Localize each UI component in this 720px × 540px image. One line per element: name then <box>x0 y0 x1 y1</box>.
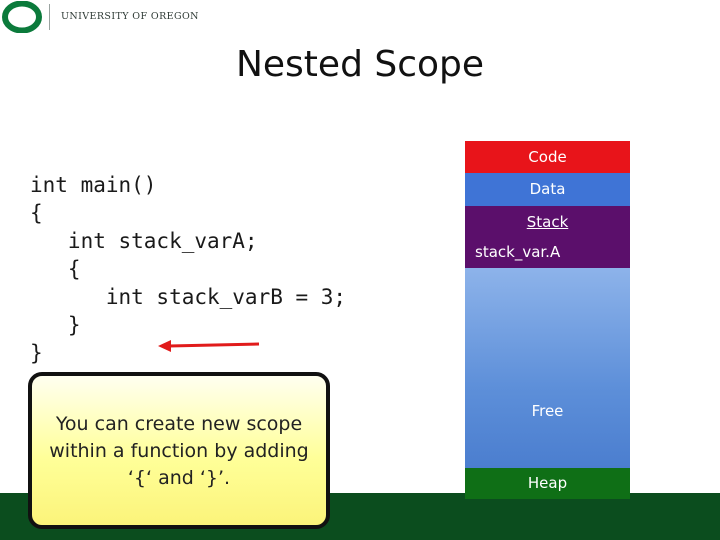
memory-free-segment: Free <box>465 268 630 468</box>
code-line: int stack_varA; <box>30 229 258 253</box>
callout-line: ‘{‘ and ‘}’. <box>127 467 231 489</box>
header-divider <box>49 4 50 30</box>
memory-stack-segment: Stack stack_var.A <box>465 206 630 268</box>
callout-line: within a function by adding <box>49 440 309 462</box>
red-arrow <box>158 340 260 352</box>
callout-line: You can create new scope <box>55 413 303 435</box>
callout-text: You can create new scope within a functi… <box>40 411 318 492</box>
code-line: } <box>30 341 43 365</box>
slide-header: UNIVERSITY OF OREGON <box>0 0 720 38</box>
stack-var-label: stack_var.A <box>475 243 561 261</box>
code-line: { <box>30 201 43 225</box>
code-line: int stack_varB = 3; <box>30 285 347 309</box>
university-name: UNIVERSITY OF OREGON <box>61 11 199 22</box>
code-line: { <box>30 257 81 281</box>
code-line: } <box>30 313 81 337</box>
code-line: int main() <box>30 173 157 197</box>
free-label: Free <box>531 402 564 420</box>
memory-code-segment: Code <box>465 141 630 173</box>
stack-label: Stack <box>526 213 569 231</box>
memory-data-segment: Data <box>465 173 630 206</box>
memory-heap-segment: Heap <box>465 468 630 499</box>
slide-title: Nested Scope <box>235 44 485 85</box>
code-block: int main() { int stack_varA; { int stack… <box>30 171 346 367</box>
callout-box <box>28 372 330 529</box>
oregon-o-logo <box>2 1 42 33</box>
